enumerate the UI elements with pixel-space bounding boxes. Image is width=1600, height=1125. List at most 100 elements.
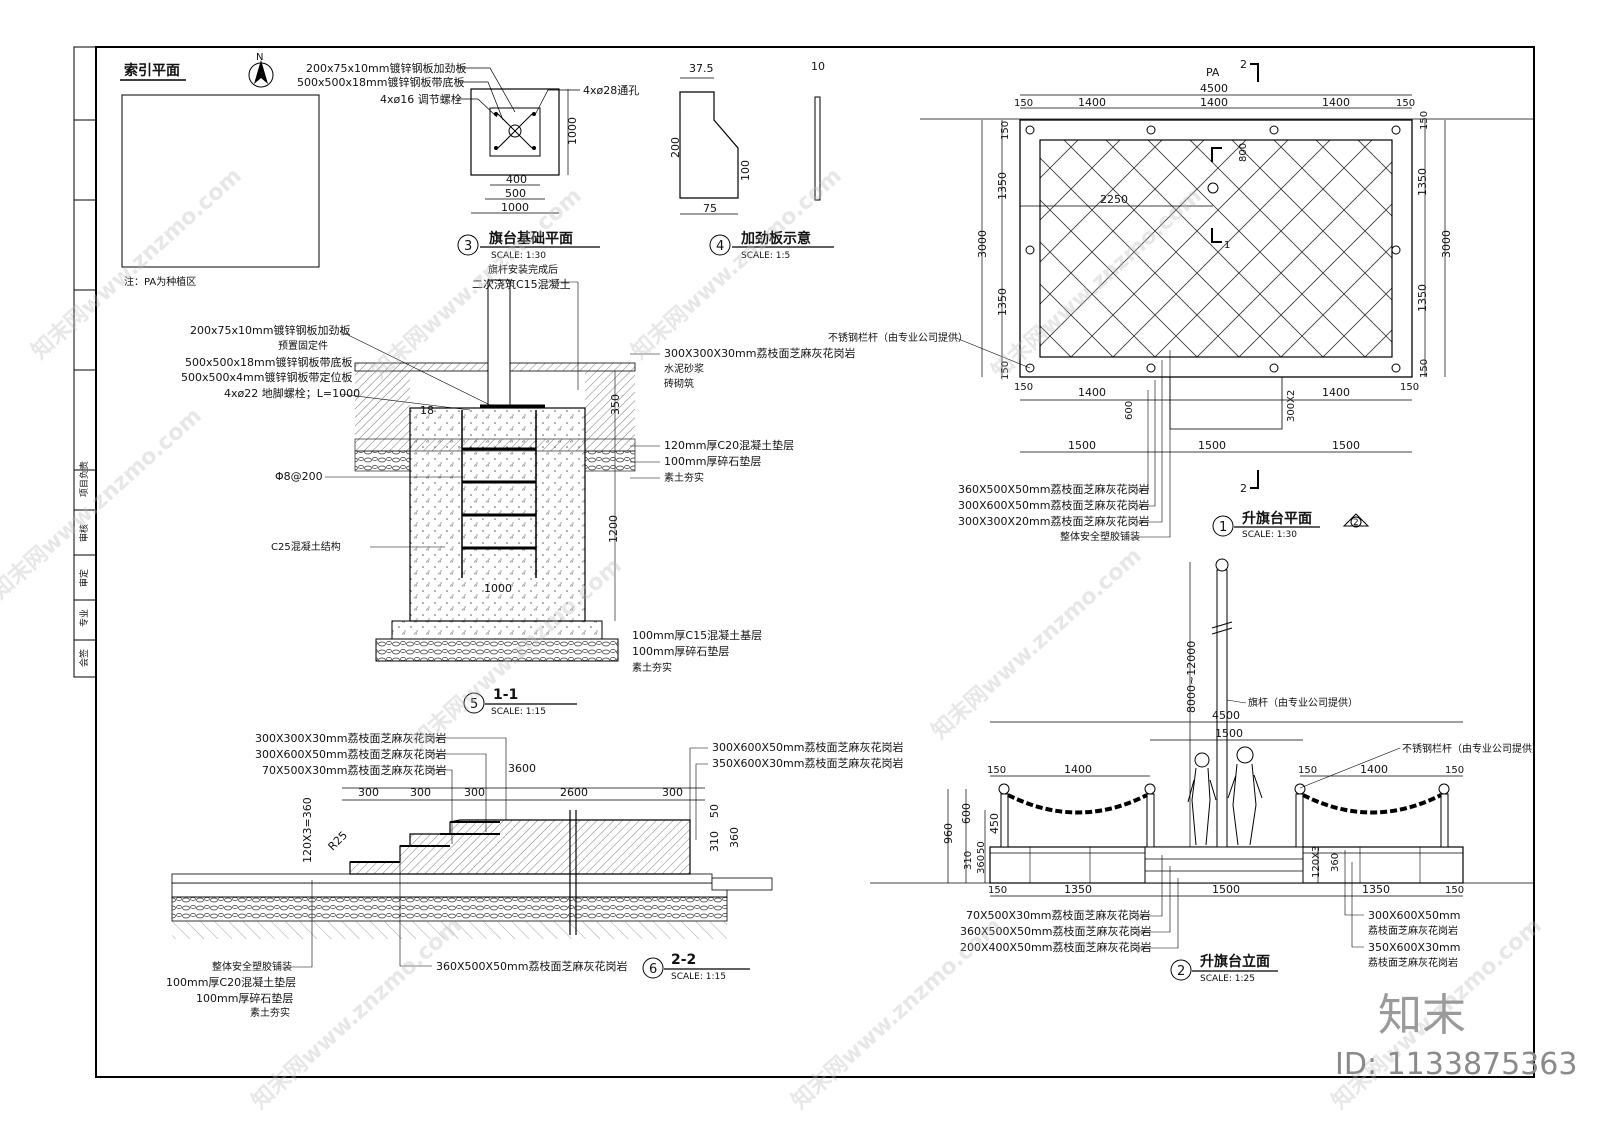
section22-dim-total: 3600: [508, 762, 536, 775]
elev-dim-bot-150b: 150: [1445, 885, 1464, 896]
elev-dim-left-310: 310: [963, 851, 974, 870]
plan-dim-bot-1500a: 1500: [1068, 439, 1096, 452]
elev-dim-right-rise: 120X3: [1311, 846, 1322, 878]
section11-concrete: C25混凝土结构: [271, 540, 341, 553]
section11-dim-18: 18: [420, 404, 434, 417]
section11-right-brick: 砖砌筑: [664, 377, 694, 390]
plan-dim-bot-1500b: 1500: [1198, 439, 1226, 452]
section11-left-stiffener: 200x75x10mm镀锌钢板加劲板: [190, 323, 350, 337]
plan-dim-side-150a: 150: [1000, 121, 1011, 140]
stiffener-dim-lower: 100: [739, 160, 752, 181]
section11-bottom-soil: 素土夯实: [632, 661, 672, 674]
section22-right-1: 300X600X50mm荔枝面芝麻灰花岗岩: [712, 740, 904, 754]
section11-dim-350: 350: [609, 394, 622, 415]
section22-left-3: 70X500X30mm荔枝面芝麻灰花岗岩: [262, 763, 447, 777]
section22-scale: SCALE: 1:15: [671, 972, 726, 982]
section22-right-2: 350X600X30mm荔枝面芝麻灰花岗岩: [712, 756, 904, 770]
elev-dim-top-150b: 150: [1298, 765, 1317, 776]
base-plan-number: 3: [464, 239, 472, 254]
plan-material-2: 300X600X50mm荔枝面芝麻灰花岗岩: [958, 498, 1150, 512]
section11-title: 1-1: [493, 687, 518, 703]
elev-right-material-2b: 荔枝面芝麻灰花岗岩: [1368, 956, 1458, 969]
stiffener-scale: SCALE: 1:5: [741, 251, 790, 261]
elev-dim-left-600: 600: [960, 803, 973, 824]
elev-dim-bot-150a: 150: [988, 885, 1007, 896]
base-plan-title: 旗台基础平面: [489, 230, 573, 247]
plan-dim-top-150b: 150: [1396, 98, 1415, 109]
base-dim-side: 1000: [566, 117, 579, 145]
title-block-lead: 项目负责: [78, 461, 90, 497]
elev-rail-label: 不锈钢栏杆（由专业公司提供）: [1402, 742, 1542, 755]
section11-right-gravel: 100mm厚碎石垫层: [664, 454, 761, 468]
plan-flagpole: [1207, 182, 1219, 194]
base-dim-400: 400: [506, 173, 527, 186]
section22-dim-step1: 300: [358, 786, 379, 799]
index-plan: 索引平面 注：PA为种植区: [120, 62, 320, 288]
section-2-2: 3600 300 300 300 2600 300 300X300X30mm荔枝…: [166, 731, 904, 1019]
plan-number: 1: [1219, 520, 1227, 535]
stiffener-detail: 37.5 200 100 75 10 4 加劲板示意 SCALE: 1:5: [669, 60, 834, 261]
human-figures: [1187, 746, 1263, 846]
plan-title: 升旗台平面: [1242, 510, 1312, 527]
plan-cut-bottom: 2: [1240, 482, 1247, 495]
plan-dim-mid-2250: 2250: [1100, 193, 1128, 206]
plan-dim-top-1400c: 1400: [1322, 96, 1350, 109]
stiffener-title: 加劲板示意: [740, 230, 811, 247]
section11-bottom-c15: 100mm厚C15混凝土基层: [632, 628, 762, 642]
elev-pole-height: 8000~12000: [1185, 641, 1198, 713]
elev-number: 2: [1177, 964, 1185, 979]
elev-right-material-1: 300X600X50mm: [1368, 909, 1461, 922]
plan-dim-mid-800: 800: [1238, 143, 1249, 162]
elev-dim-left-450: 450: [988, 813, 1001, 834]
plan-dim-bot-1400a: 1400: [1078, 386, 1106, 399]
section11-top-note-2: 二次浇筑C15混凝土: [472, 277, 571, 291]
section11-left-position-plate: 500x500x4mm镀锌钢板带定位板: [181, 370, 352, 384]
plan-dim-bot-600: 600: [1124, 401, 1135, 420]
elev-dim-bot-1500: 1500: [1212, 883, 1240, 896]
base-plan-detail: 200x75x10mm镀锌钢板加劲板 500x500x18mm镀锌钢板带底板 4…: [297, 61, 639, 261]
plan-material-4: 整体安全塑胶铺装: [1060, 530, 1140, 543]
plan-rail-label: 不锈钢栏杆（由专业公司提供）: [828, 331, 968, 344]
section11-left-fixture: 预置固定件: [278, 339, 328, 352]
elev-title: 升旗台立面: [1200, 953, 1270, 970]
elev-dim-top-1400b: 1400: [1360, 763, 1388, 776]
plan-scale: SCALE: 1:30: [1242, 530, 1297, 540]
stiffener-number: 4: [716, 239, 724, 254]
title-block-discipline: 专业: [78, 609, 90, 627]
section11-bottom-gravel: 100mm厚碎石垫层: [632, 644, 729, 658]
watermark-2: 知末网www.znzmo.com: [0, 403, 207, 605]
pole-break-icon: [1211, 621, 1233, 635]
brand-logo: 知末: [1378, 990, 1466, 1041]
plan-dim-bot-1400b: 1400: [1322, 386, 1350, 399]
section22-left-1: 300X300X30mm荔枝面芝麻灰花岗岩: [255, 731, 447, 745]
section22-dim-edge: 300: [662, 786, 683, 799]
plan-dim-side-1350a: 1350: [996, 172, 1009, 200]
title-block-review: 审核: [78, 524, 90, 542]
north-arrow-icon: [254, 60, 268, 84]
section11-right-mortar: 水泥砂浆: [664, 362, 704, 375]
index-plan-note: 注：PA为种植区: [124, 275, 196, 288]
stiffener-dim-thickness: 10: [811, 60, 825, 73]
elev-dim-total: 4500: [1212, 709, 1240, 722]
stiffener-dim-width: 75: [703, 202, 717, 215]
base-label-plate: 500x500x18mm镀锌钢板带底板: [297, 75, 464, 89]
plan-material-3: 300X300X20mm荔枝面芝麻灰花岗岩: [958, 514, 1150, 528]
section22-number: 6: [649, 962, 657, 977]
section11-right-soil: 素土夯实: [664, 471, 704, 484]
elev-right-material-2: 350X600X30mm: [1368, 941, 1461, 954]
plan-dim-top-1400b: 1400: [1200, 96, 1228, 109]
section22-bottom-c20: 100mm厚C20混凝土垫层: [166, 975, 296, 989]
elev-dim-bot-1350b: 1350: [1362, 883, 1390, 896]
section22-dim-step3: 300: [464, 786, 485, 799]
plan-dim-height-left: 3000: [976, 230, 989, 258]
section11-left-anchor: 4xø22 地脚螺栓；L=1000: [224, 386, 360, 400]
plan-dim-rside-1350b: 1350: [1416, 284, 1429, 312]
elev-dim-left-960: 960: [942, 823, 955, 844]
image-id: ID: 1133875363: [1335, 1047, 1577, 1082]
watermark-4: 知末网www.znzmo.com: [627, 163, 847, 365]
section11-dim-1000: 1000: [484, 582, 512, 595]
watermark-9: 知末网www.znzmo.com: [787, 913, 1007, 1115]
plan-pa-label: PA: [1206, 66, 1220, 79]
elev-scale: SCALE: 1:25: [1200, 974, 1255, 984]
section11-scale: SCALE: 1:15: [491, 707, 546, 717]
